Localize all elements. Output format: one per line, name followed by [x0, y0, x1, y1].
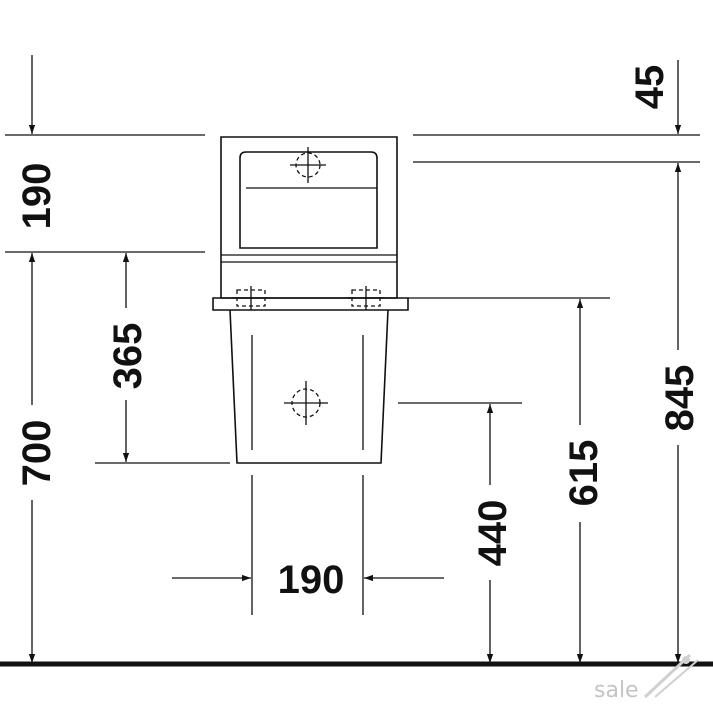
urinal-outline [212, 136, 409, 464]
dim-190-width: 190 [278, 558, 345, 602]
dim-45: 45 [628, 65, 672, 110]
dim-615: 615 [562, 440, 606, 507]
dim-365: 365 [106, 323, 150, 390]
extension-lines [5, 134, 700, 615]
dimension-lines [28, 55, 682, 663]
outlet-connection-icon [284, 381, 328, 425]
left-bracket-icon [232, 286, 270, 310]
dim-700: 700 [15, 420, 59, 487]
dim-845: 845 [658, 365, 702, 432]
watermark-logo-icon [643, 653, 699, 699]
inlet-connection-icon [290, 147, 326, 183]
dim-190-top: 190 [15, 163, 59, 230]
dim-440: 440 [471, 500, 515, 567]
right-bracket-icon [347, 286, 385, 310]
watermark-text: sale [594, 678, 639, 703]
